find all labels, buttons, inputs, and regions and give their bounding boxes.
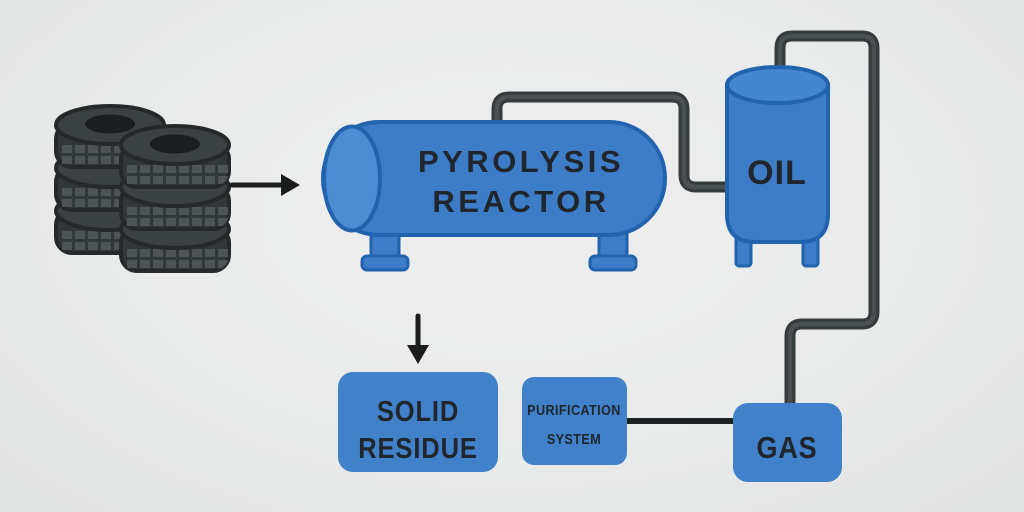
reactor-foot-right xyxy=(588,254,638,272)
purification-label-line2: SYSTEM xyxy=(547,430,601,447)
tire-hole xyxy=(85,114,135,134)
tire-hole xyxy=(150,134,200,154)
waste-tires xyxy=(56,106,229,271)
tire-stack-front xyxy=(121,126,229,271)
purification-label-line1: PURIFICATION xyxy=(527,401,621,418)
oil-label: OIL xyxy=(747,154,807,192)
reactor-foot-left xyxy=(360,254,410,272)
pyrolysis-reactor: PYROLYSIS REACTOR xyxy=(321,120,667,272)
arrow-reactor-to-solid-residue xyxy=(407,313,429,364)
gas-label: GAS xyxy=(756,431,817,465)
oil-tank: OIL xyxy=(725,65,830,268)
tire-stack-back xyxy=(56,106,164,253)
pipe-reactor-to-oil xyxy=(491,91,732,193)
reactor-label-line1: PYROLYSIS xyxy=(418,144,624,179)
purification-system-box: PURIFICATION SYSTEM xyxy=(522,377,627,465)
pipe-oil-to-gas xyxy=(774,30,880,408)
gas-box: GAS xyxy=(733,403,842,482)
solid-residue-label-line1: SOLID xyxy=(377,394,459,427)
solid-residue-box: SOLID RESIDUE xyxy=(338,372,498,472)
reactor-endcap xyxy=(322,124,382,233)
oil-tank-body xyxy=(725,83,830,244)
arrow-tires-to-reactor xyxy=(229,174,300,196)
oil-tank-top xyxy=(725,65,830,105)
reactor-label-line2: REACTOR xyxy=(432,184,609,219)
solid-residue-label-line2: RESIDUE xyxy=(358,431,478,464)
